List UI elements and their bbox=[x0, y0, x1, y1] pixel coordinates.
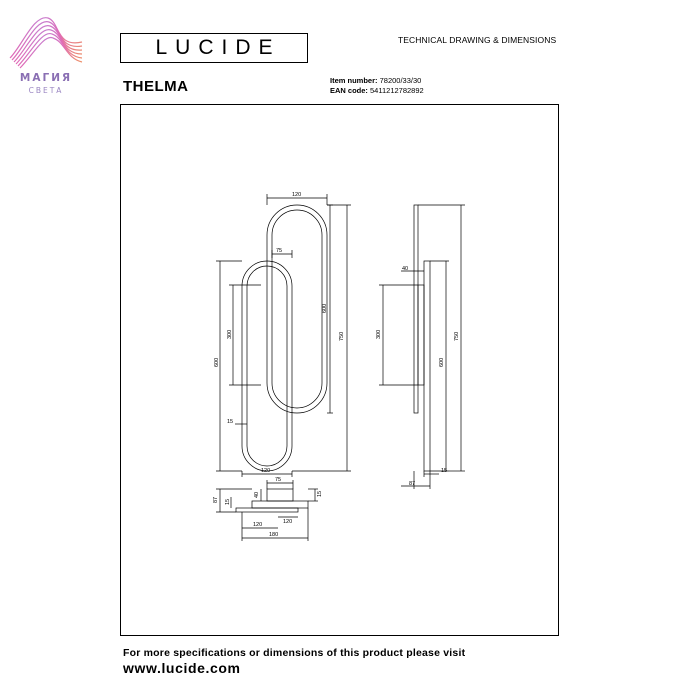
dim-top-ring-depth: 15 bbox=[225, 499, 231, 505]
document-caption: TECHNICAL DRAWING & DIMENSIONS bbox=[398, 35, 557, 45]
dim-side-mount-height: 300 bbox=[376, 330, 382, 339]
brand-logo-text: LUCIDE bbox=[155, 36, 281, 59]
side-back-plate bbox=[413, 204, 419, 414]
dim-side-ring-depth: 15 bbox=[441, 468, 447, 474]
dim-front-total-height: 750 bbox=[339, 332, 345, 341]
ean-label: EAN code: bbox=[330, 86, 368, 95]
drawing-frame: 120 75 600 750 300 600 15 120 40 300 600… bbox=[120, 104, 559, 636]
dim-top-base-width: 120 bbox=[253, 522, 262, 528]
dim-front-inner-offset: 75 bbox=[276, 248, 282, 254]
dim-front-ring-thickness: 15 bbox=[227, 419, 233, 425]
dim-top-plate-offset: 120 bbox=[283, 519, 292, 525]
dim-side-depth-top: 40 bbox=[402, 266, 408, 272]
dim-front-bottom-width: 120 bbox=[261, 468, 270, 474]
dim-top-plate-width: 75 bbox=[275, 477, 281, 483]
dim-front-upper-height: 600 bbox=[322, 304, 328, 313]
watermark-subtitle: СВЕТА bbox=[28, 86, 64, 95]
dim-top-overall-width: 180 bbox=[269, 532, 278, 538]
front-lower-loop-inner bbox=[246, 265, 288, 467]
brand-logo: LUCIDE bbox=[120, 33, 308, 63]
side-ring bbox=[423, 260, 431, 472]
top-ring bbox=[235, 507, 299, 513]
dim-side-total-depth: 87 bbox=[409, 481, 415, 487]
front-upper-loop-outer bbox=[266, 204, 328, 414]
item-number-value: 78200/33/30 bbox=[379, 76, 422, 85]
dim-top-plate-depth: 40 bbox=[254, 492, 260, 498]
side-mount bbox=[417, 284, 425, 386]
ean-value: 5411212782892 bbox=[370, 86, 424, 95]
dim-top-total-depth: 87 bbox=[213, 497, 219, 503]
top-plate bbox=[266, 488, 294, 502]
dim-side-ring-height: 600 bbox=[439, 358, 445, 367]
dim-front-top-width: 120 bbox=[292, 192, 301, 198]
product-meta: Item number: 78200/33/30 EAN code: 54112… bbox=[330, 76, 424, 96]
dim-front-inner-height: 300 bbox=[227, 330, 233, 339]
dim-side-total-height: 750 bbox=[454, 332, 460, 341]
watermark-wave-icon bbox=[9, 17, 83, 69]
technical-drawing: 120 75 600 750 300 600 15 120 40 300 600… bbox=[213, 192, 465, 541]
front-lower-loop-outer bbox=[241, 260, 293, 472]
top-base bbox=[251, 500, 309, 509]
footer-text: For more specifications or dimensions of… bbox=[123, 647, 466, 659]
dim-top-ring-width: 15 bbox=[317, 491, 323, 497]
footer-link[interactable]: www.lucide.com bbox=[123, 660, 241, 676]
watermark-logo: МАГИЯ СВЕТА bbox=[4, 6, 88, 98]
front-upper-loop-inner bbox=[271, 209, 323, 409]
item-number-label: Item number: bbox=[330, 76, 378, 85]
dim-front-lower-height: 600 bbox=[214, 358, 220, 367]
watermark-title: МАГИЯ bbox=[19, 72, 73, 84]
product-name: THELMA bbox=[123, 78, 189, 95]
